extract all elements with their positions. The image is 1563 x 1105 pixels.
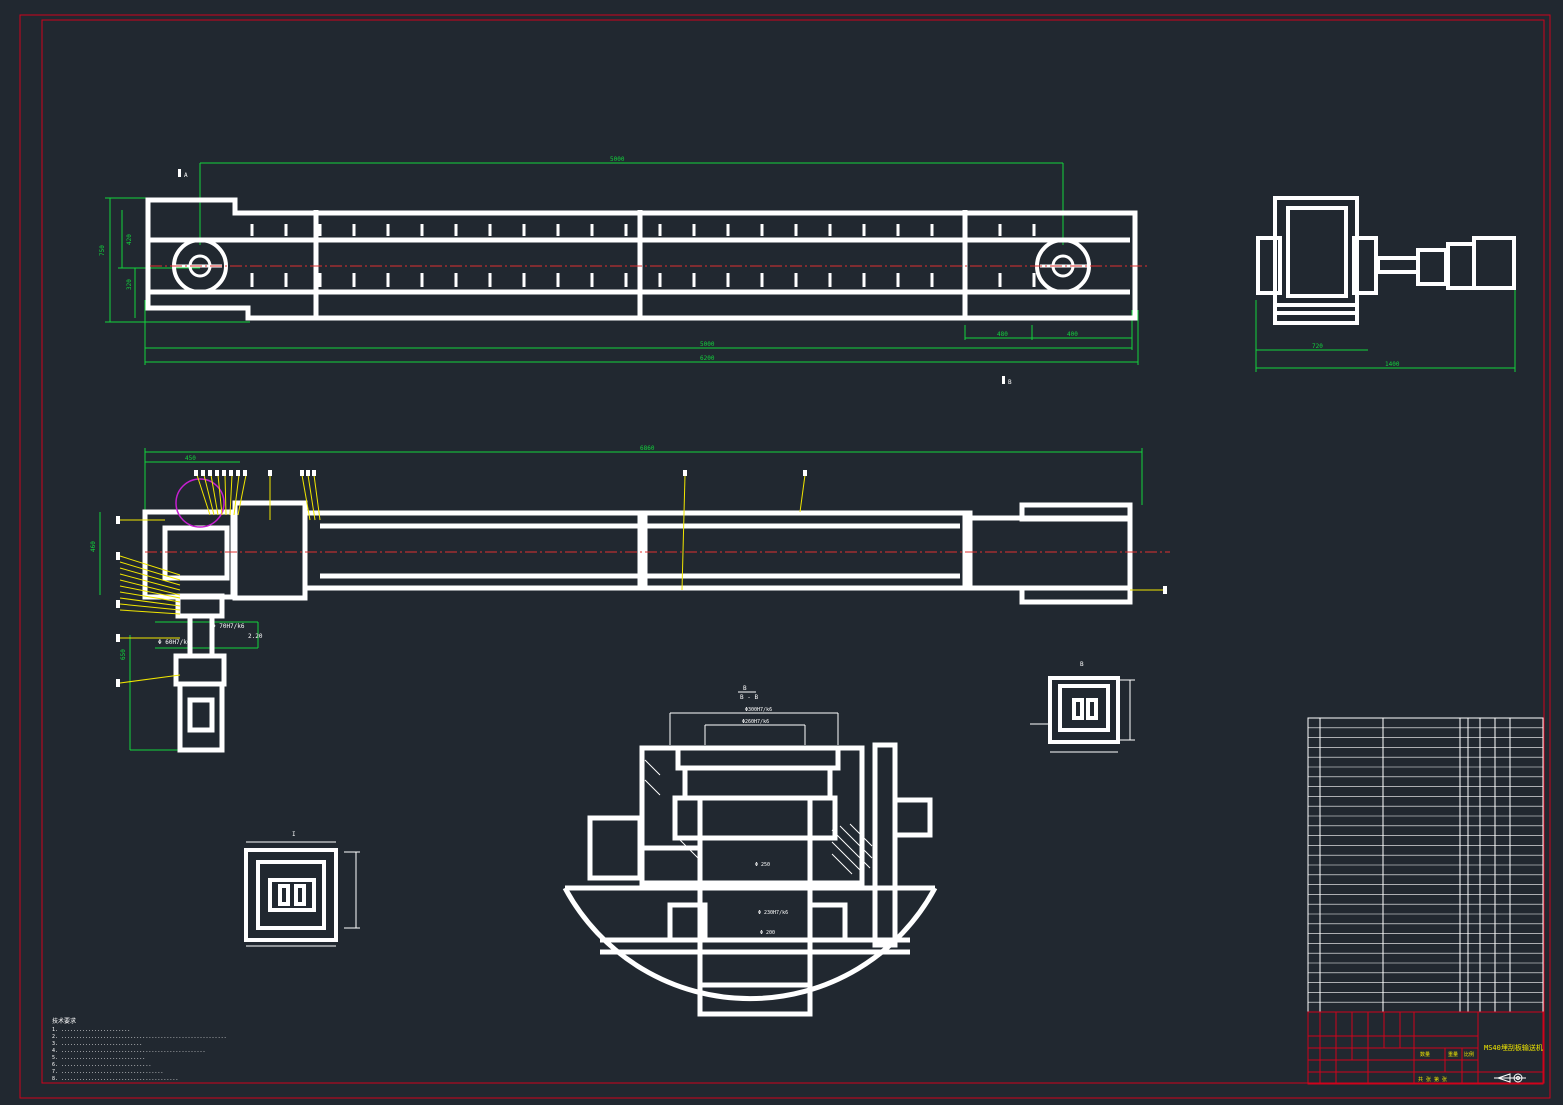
note-line: 7. .................................. [52, 1069, 163, 1075]
svg-text:Φ 200: Φ 200 [760, 930, 775, 936]
detail-view-right: B [1030, 661, 1135, 753]
plan-view: 6860 450 460 650 Φ 70H7/k6 Φ 60H7/k6 2.2… [90, 445, 1170, 753]
svg-text:Φ300H7/k6: Φ300H7/k6 [745, 707, 772, 713]
front-dimensions [105, 162, 1139, 365]
svg-text:460: 460 [90, 541, 97, 552]
section-label-a: A [184, 172, 188, 179]
note-line: 4. .....................................… [52, 1048, 206, 1054]
first-angle-projection-icon [1494, 1073, 1526, 1083]
scale-label: 比例 [1464, 1051, 1474, 1058]
scraper-bars-lower [250, 273, 1036, 287]
note-line: 6. .............................. [52, 1062, 151, 1068]
note-line: 2. .....................................… [52, 1034, 227, 1040]
svg-text:720: 720 [1312, 343, 1323, 350]
callout-tag-boxes [116, 470, 1167, 687]
svg-text:320: 320 [126, 279, 133, 290]
section-b-b-view: B B - B Φ300H7/k6 Φ260H7/k6 [562, 685, 938, 1017]
svg-text:650: 650 [120, 649, 127, 660]
svg-text:Φ260H7/k6: Φ260H7/k6 [742, 719, 769, 725]
section-marker-b [1002, 376, 1005, 384]
svg-text:Φ 70H7/k6: Φ 70H7/k6 [212, 623, 245, 630]
side-view: 720 1400 [1255, 196, 1516, 372]
svg-text:400: 400 [1067, 331, 1078, 338]
svg-text:Φ 60H7/k6: Φ 60H7/k6 [158, 639, 191, 646]
svg-text:450: 450 [185, 455, 196, 462]
svg-text:6860: 6860 [640, 445, 655, 452]
sheet-border [19, 14, 1551, 1099]
svg-text:5000: 5000 [610, 156, 625, 163]
svg-text:Φ 230H7/k6: Φ 230H7/k6 [758, 910, 788, 916]
notes-heading: 技术要求 [52, 1017, 76, 1025]
svg-text:5000: 5000 [700, 341, 715, 348]
detail-view-left: I [244, 831, 360, 947]
hatching [644, 759, 873, 875]
note-line: 3. ........................... [52, 1041, 142, 1047]
quantity-label: 数量 [1420, 1051, 1430, 1058]
weight-label: 重量 [1448, 1051, 1458, 1058]
technical-notes: 技术要求 1. ....................... 2. .....… [52, 1017, 227, 1082]
detail-label-right: B [1080, 661, 1084, 668]
section-view-label: B - B [740, 694, 758, 701]
detail-label-left: I [292, 831, 296, 838]
svg-text:Φ 250: Φ 250 [755, 862, 770, 868]
note-line: 5. ............................ [52, 1055, 145, 1061]
parts-list-table [1307, 717, 1544, 1013]
svg-text:1400: 1400 [1385, 361, 1400, 368]
detail-circle-marker [175, 478, 225, 528]
note-line: 8. .....................................… [52, 1076, 178, 1082]
svg-text:2.20: 2.20 [248, 633, 263, 640]
svg-text:B: B [743, 685, 747, 692]
sheet-label: 共 张 第 张 [1418, 1076, 1447, 1083]
title-block: MS40埋刮板输送机 数量 重量 比例 共 张 第 张 [1307, 1011, 1544, 1085]
section-marker-a [178, 169, 181, 177]
svg-text:480: 480 [997, 331, 1008, 338]
front-elevation-view: 5000 5000 6200 480 400 750 420 320 [99, 156, 1150, 386]
svg-text:750: 750 [99, 245, 106, 256]
section-label-b: B [1008, 379, 1012, 386]
svg-text:420: 420 [126, 234, 133, 245]
scraper-bars-upper [250, 224, 1036, 236]
note-line: 1. ....................... [52, 1027, 130, 1033]
conveyor-casing [145, 197, 1138, 321]
svg-text:6200: 6200 [700, 355, 715, 362]
drawing-title: MS40埋刮板输送机 [1484, 1043, 1543, 1052]
part-callout-leaders [119, 474, 1165, 684]
